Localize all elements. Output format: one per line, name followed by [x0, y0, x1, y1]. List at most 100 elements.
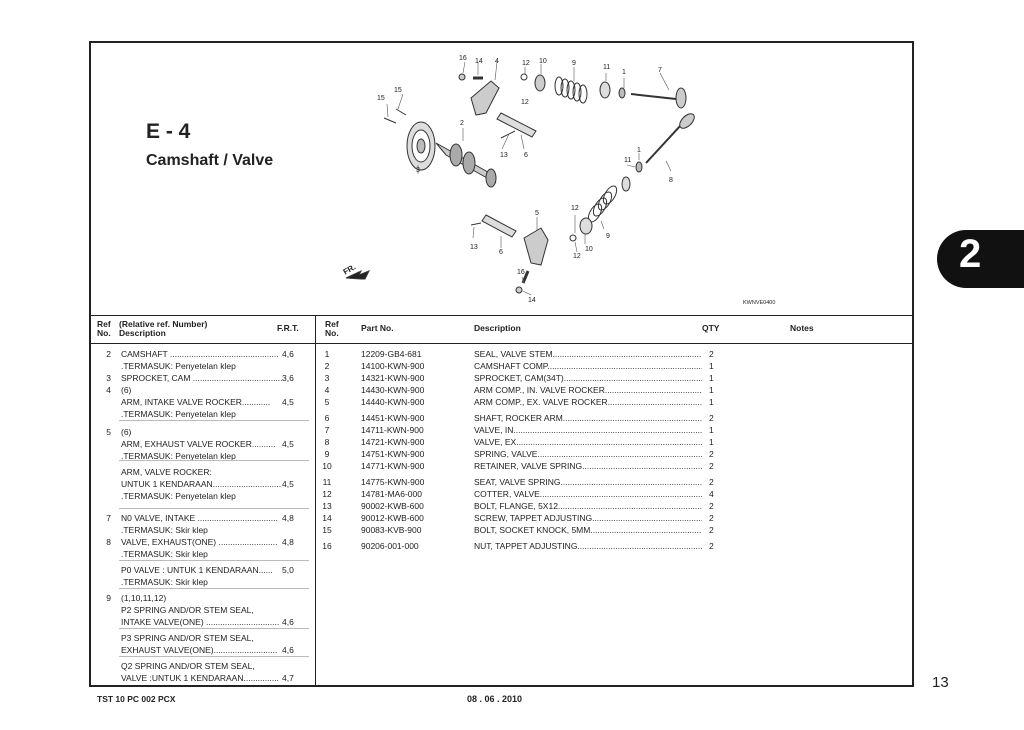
- part-ref-number: 16: [322, 541, 332, 551]
- frt-description: .TERMASUK: Penyetelan klep: [121, 491, 236, 501]
- group-separator: [119, 508, 309, 509]
- frt-description: VALVE, EXHAUST(ONE) ....................…: [121, 537, 278, 547]
- frt-description: .TERMASUK: Skir klep: [121, 577, 208, 587]
- part-qty: 2: [709, 349, 714, 359]
- frt-description: P2 SPRING AND/OR STEM SEAL,: [121, 605, 254, 615]
- part-qty: 1: [709, 425, 714, 435]
- callout-label: 9: [606, 233, 610, 240]
- callout-label: 14: [475, 58, 483, 65]
- part-ref-number: 7: [324, 425, 330, 435]
- part-row: 11 14775-KWN-900 SEAT, VALVE SPRING.......…: [316, 476, 912, 488]
- part-description: SEAT, VALVE SPRING......................…: [474, 477, 702, 487]
- part-qty: 2: [709, 449, 714, 459]
- part-description: NUT, TAPPET ADJUSTING...................…: [474, 541, 702, 551]
- publication-date: 08 . 06 . 2010: [467, 694, 523, 704]
- frt-description: ARM, INTAKE VALVE ROCKER............: [121, 397, 271, 407]
- part-ref-number: 4: [324, 385, 330, 395]
- part-number: 90083-KVB-900: [361, 525, 422, 535]
- part-number: 14430-KWN-900: [361, 385, 425, 395]
- part-row: 15 90083-KVB-900 BOLT, SOCKET KNOCK, 5MM..…: [316, 524, 912, 536]
- section-code: E - 4: [146, 120, 191, 143]
- frt-description: VALVE :UNTUK 1 KENDARAAN...............: [121, 673, 279, 683]
- callout-label: 12: [573, 253, 581, 260]
- frt-description: (6): [121, 385, 132, 395]
- frt-ref-number: 3: [106, 373, 111, 383]
- callout-label: 14: [528, 297, 536, 304]
- frt-description: .TERMASUK: Penyetelan klep: [121, 361, 236, 371]
- part-description: SPROCKET, CAM(34T)......................…: [474, 373, 702, 383]
- part-ref-number: 3: [324, 373, 330, 383]
- group-separator: [119, 420, 309, 421]
- callout-label: 7: [658, 67, 662, 74]
- frt-description: .TERMASUK: Penyetelan klep: [121, 409, 236, 419]
- frt-description: SPROCKET, CAM ..........................…: [121, 373, 283, 383]
- part-number: 12209-GB4-681: [361, 349, 422, 359]
- callout-label: 9: [572, 60, 576, 67]
- part-number: 14721-KWN-900: [361, 437, 425, 447]
- left-description-header: (Relative ref. Number) Description: [119, 319, 208, 338]
- callout-label: 1: [622, 69, 626, 76]
- callout-label: 3: [416, 167, 420, 174]
- part-number: 14775-KWN-900: [361, 477, 425, 487]
- part-qty: 4: [709, 489, 714, 499]
- frt-value: 4,6: [282, 644, 307, 656]
- callout-label: 6: [499, 249, 503, 256]
- frt-value: 4,7: [282, 672, 307, 684]
- callout-label: 13: [470, 244, 478, 251]
- frt-description: INTAKE VALVE(ONE) ......................…: [121, 617, 280, 627]
- part-number: 14711-KWN-900: [361, 425, 424, 435]
- catalog-frame: E - 4 Camshaft / Valve: [89, 41, 914, 687]
- part-description: BOLT, SOCKET KNOCK, 5MM.................…: [474, 525, 702, 535]
- group-separator: [119, 560, 309, 561]
- table-header: Ref No. (Relative ref. Number) Descripti…: [91, 315, 912, 344]
- part-no-header: Part No.: [361, 323, 394, 333]
- chapter-number: 2: [959, 232, 982, 276]
- part-ref-number: 10: [322, 461, 332, 471]
- part-description: ARM COMP., EX. VALVE ROCKER.............…: [474, 397, 702, 407]
- part-qty: 1: [709, 437, 714, 447]
- section-title: Camshaft / Valve: [146, 152, 274, 169]
- exploded-diagram: E - 4 Camshaft / Valve: [91, 43, 912, 315]
- page-number: 13: [932, 674, 949, 691]
- callout-label: 10: [539, 58, 547, 65]
- frt-description: ARM, EXHAUST VALVE ROCKER..........: [121, 439, 276, 449]
- callout-label: 11: [624, 157, 632, 164]
- part-ref-number: 15: [322, 525, 332, 535]
- part-row: 7 14711-KWN-900 VALVE, IN.................…: [316, 424, 912, 436]
- part-number: 14100-KWN-900: [361, 361, 425, 371]
- column-divider: [315, 315, 316, 687]
- frt-value: 3,6: [282, 372, 307, 384]
- left-ref-header: Ref No.: [97, 319, 111, 338]
- part-description: VALVE, IN...............................…: [474, 425, 702, 435]
- part-qty: 2: [709, 413, 714, 423]
- group-separator: [119, 628, 309, 629]
- part-qty: 2: [709, 525, 714, 535]
- frt-value: 4,6: [282, 616, 307, 628]
- part-ref-number: 6: [324, 413, 330, 423]
- frt-description: UNTUK 1 KENDARAAN.......................…: [121, 479, 284, 489]
- part-qty: 1: [709, 397, 714, 407]
- frt-value: 4,6: [282, 348, 307, 360]
- part-description: BOLT, FLANGE, 5X12......................…: [474, 501, 702, 511]
- part-description: SHAFT, ROCKER ARM.......................…: [474, 413, 702, 423]
- callout-label: 16: [517, 269, 525, 276]
- part-ref-number: 11: [322, 477, 332, 487]
- frt-ref-number: 4: [106, 385, 111, 395]
- part-ref-number: 12: [322, 489, 332, 499]
- part-ref-number: 8: [324, 437, 330, 447]
- part-description: SPRING, VALVE...........................…: [474, 449, 702, 459]
- callout-label: 8: [669, 177, 673, 184]
- callout-label: 12: [571, 205, 579, 212]
- group-separator: [119, 588, 309, 589]
- callout-label: 6: [524, 152, 528, 159]
- document-code: TST 10 PC 002 PCX: [97, 694, 176, 704]
- part-qty: 1: [709, 361, 714, 371]
- callout-label: 2: [460, 120, 464, 127]
